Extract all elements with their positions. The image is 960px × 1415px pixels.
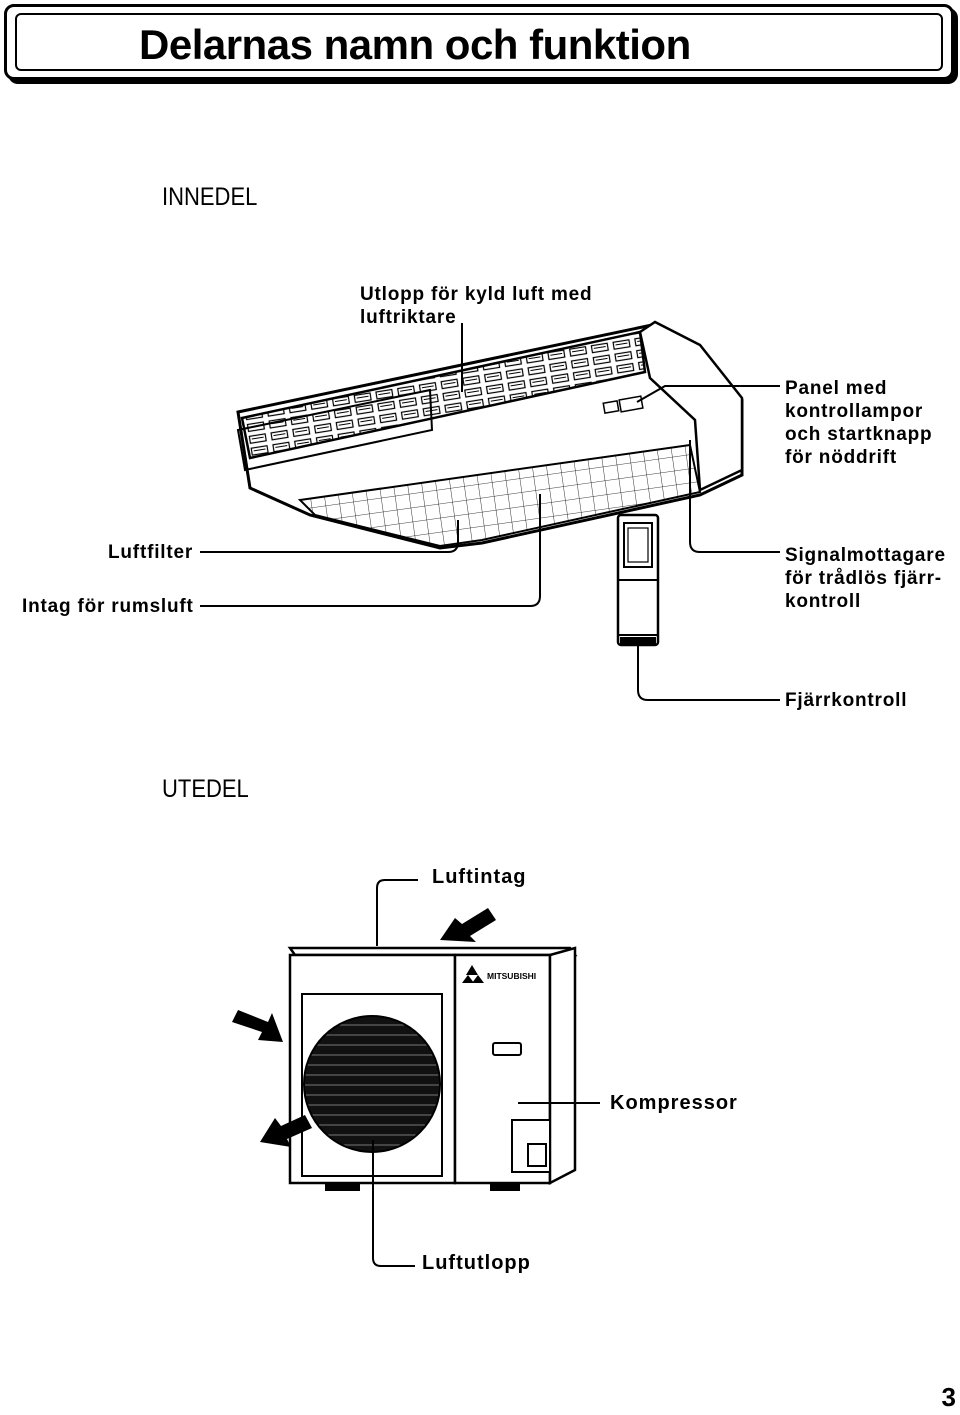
indoor-leader-lines [200, 323, 780, 701]
label-air-outlet: Luftutlopp [422, 1252, 531, 1274]
label-air-filter: Luftfilter [108, 542, 194, 563]
section-title-outdoor: UTEDEL [162, 775, 249, 803]
intake-arrow-side [232, 1010, 283, 1042]
outdoor-leader-lines [372, 879, 600, 1267]
label-control-panel: Panel med kontrollampor och startknapp f… [785, 378, 933, 468]
label-room-air-intake: Intag för rumsluft [22, 596, 194, 617]
page-number: 3 [941, 1382, 956, 1412]
label-remote-control: Fjärrkontroll [785, 690, 908, 711]
remote-controller-drawing [616, 513, 660, 647]
label-cool-air-outlet: Utlopp för kyld luft med luftriktare [360, 284, 593, 328]
label-compressor: Kompressor [610, 1092, 738, 1114]
intake-arrow-top [440, 908, 496, 942]
outdoor-unit-drawing: MITSUBISHI [287, 946, 578, 1191]
title-box: Delarnas namn och funktion [4, 4, 954, 80]
airflow-arrows [232, 908, 496, 1147]
title-inner-border [15, 13, 943, 71]
page-title: Delarnas namn och funktion [139, 21, 691, 68]
brand-logo: MITSUBISHI [462, 965, 536, 984]
svg-text:MITSUBISHI: MITSUBISHI [487, 971, 536, 981]
label-signal-receiver: Signalmottagare för trådlös fjärr- kontr… [785, 545, 946, 612]
section-title-indoor: INNEDEL [162, 183, 258, 211]
outlet-arrow [260, 1115, 312, 1147]
indoor-unit-drawing [236, 320, 744, 550]
label-air-intake: Luftintag [432, 866, 527, 888]
